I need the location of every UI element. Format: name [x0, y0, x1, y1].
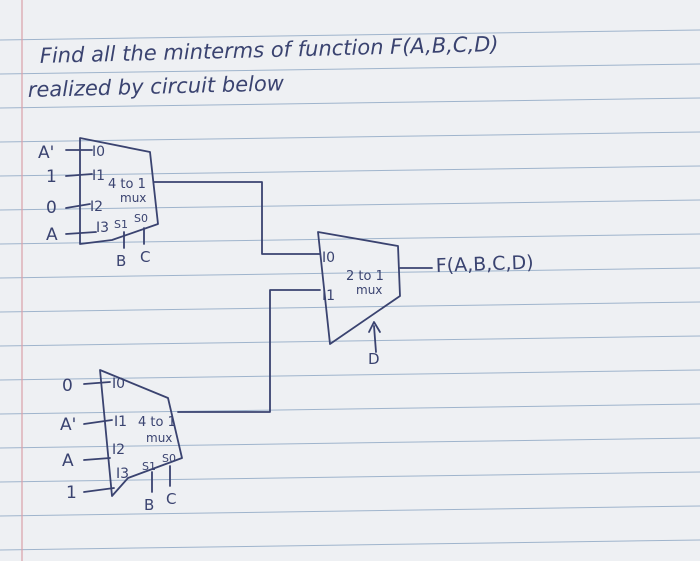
mux-bottom-output-wire — [177, 289, 321, 413]
mux-bottom — [83, 289, 321, 497]
ruled-line — [0, 369, 700, 381]
mux-bottom-input-wire-2 — [83, 457, 111, 461]
mux-top-input-signal-0: A' — [38, 143, 54, 163]
ruled-line — [0, 505, 700, 517]
mux-top-labels: A' 1 0 A I0 I1 I2 I3 4 to 1 mux S1 S0 B … — [38, 143, 150, 270]
mux-out-select-wire — [373, 325, 377, 353]
ruled-line — [0, 301, 700, 313]
mux-top-pin-1: I1 — [92, 168, 105, 184]
mux-bottom-pin-1: I1 — [114, 414, 127, 430]
ruled-line — [0, 29, 700, 41]
ruled-line — [0, 335, 700, 347]
mux-bottom-body — [99, 369, 183, 497]
mux-top-select-pin-0: S1 — [114, 218, 128, 231]
mux-top-pin-3: I3 — [96, 220, 109, 236]
mux-bottom-labels: 0 A' A 1 I0 I1 I2 I3 4 to 1 mux S1 S0 B … — [60, 376, 176, 514]
mux-bottom-select-signal-1: C — [166, 490, 176, 508]
mux-top-input-wire-3 — [65, 231, 97, 235]
mux-bottom-pin-2: I2 — [112, 442, 125, 458]
ruled-line — [0, 267, 700, 279]
mux-out-select-signal: D — [368, 350, 380, 368]
mux-bottom-title-b: mux — [146, 431, 172, 445]
ruled-line — [0, 131, 700, 143]
mux-bottom-select-pin-0: S1 — [142, 460, 156, 473]
ruled-line — [0, 471, 700, 483]
mux-bottom-input-wire-3 — [83, 487, 115, 493]
mux-out-pin-0: I0 — [322, 250, 335, 266]
mux-top-body — [79, 137, 159, 245]
mux-bottom-input-signal-0: 0 — [62, 376, 73, 396]
mux-bottom-input-wire-1 — [83, 419, 113, 425]
mux-out-pin-1: I1 — [322, 288, 335, 304]
mux-top-input-wire-2 — [65, 203, 91, 209]
mux-out-title-b: mux — [356, 283, 382, 297]
ruled-line — [0, 539, 700, 551]
mux-bottom-input-signal-3: 1 — [66, 483, 77, 503]
mux-bottom-pin-3: I3 — [116, 466, 129, 482]
mux-top-input-wire-1 — [65, 173, 93, 177]
mux-bottom-select-pin-1: S0 — [162, 452, 176, 465]
mux-top-input-signal-1: 1 — [46, 167, 57, 187]
mux-top-pin-2: I2 — [90, 199, 103, 215]
ruled-line — [0, 165, 700, 177]
mux-top-input-signal-3: A — [46, 225, 58, 245]
ruled-line — [0, 233, 700, 245]
ruled-line — [0, 97, 700, 109]
ruled-line — [0, 199, 700, 211]
ruled-line — [0, 437, 700, 449]
question-line-2: realized by circuit below — [28, 71, 286, 102]
mux-bottom-input-signal-2: A — [62, 451, 74, 471]
mux-top-select-signal-1: C — [140, 248, 150, 266]
mux-out-body — [317, 231, 401, 345]
mux-out — [317, 231, 433, 353]
mux-top-input-signal-2: 0 — [46, 198, 57, 218]
mux-out-select-arrowhead — [368, 321, 381, 333]
mux-top-title-a: 4 to 1 — [108, 177, 146, 192]
mux-bottom-select-signal-0: B — [144, 496, 154, 514]
mux-bottom-title-a: 4 to 1 — [138, 415, 176, 430]
mux-top-output-wire — [153, 181, 321, 255]
mux-bottom-input-signal-1: A' — [60, 415, 76, 435]
ruled-lines — [0, 29, 700, 551]
ruled-line — [0, 403, 700, 415]
mux-top-title-b: mux — [120, 191, 146, 205]
mux-bottom-input-wire-0 — [83, 381, 111, 385]
mux-out-labels: I0 I1 2 to 1 mux F(A,B,C,D) D — [322, 250, 534, 368]
mux-bottom-pin-0: I0 — [112, 376, 125, 392]
mux-top-select-pin-1: S0 — [134, 212, 148, 225]
question-line-1: Find all the minterms of function F(A,B,… — [40, 32, 499, 68]
mux-top — [65, 137, 321, 255]
ruled-line — [0, 63, 700, 75]
mux-out-output-label: F(A,B,C,D) — [435, 252, 534, 277]
mux-out-title-a: 2 to 1 — [346, 269, 384, 284]
mux-top-select-signal-0: B — [116, 252, 126, 270]
mux-top-pin-0: I0 — [92, 144, 105, 160]
